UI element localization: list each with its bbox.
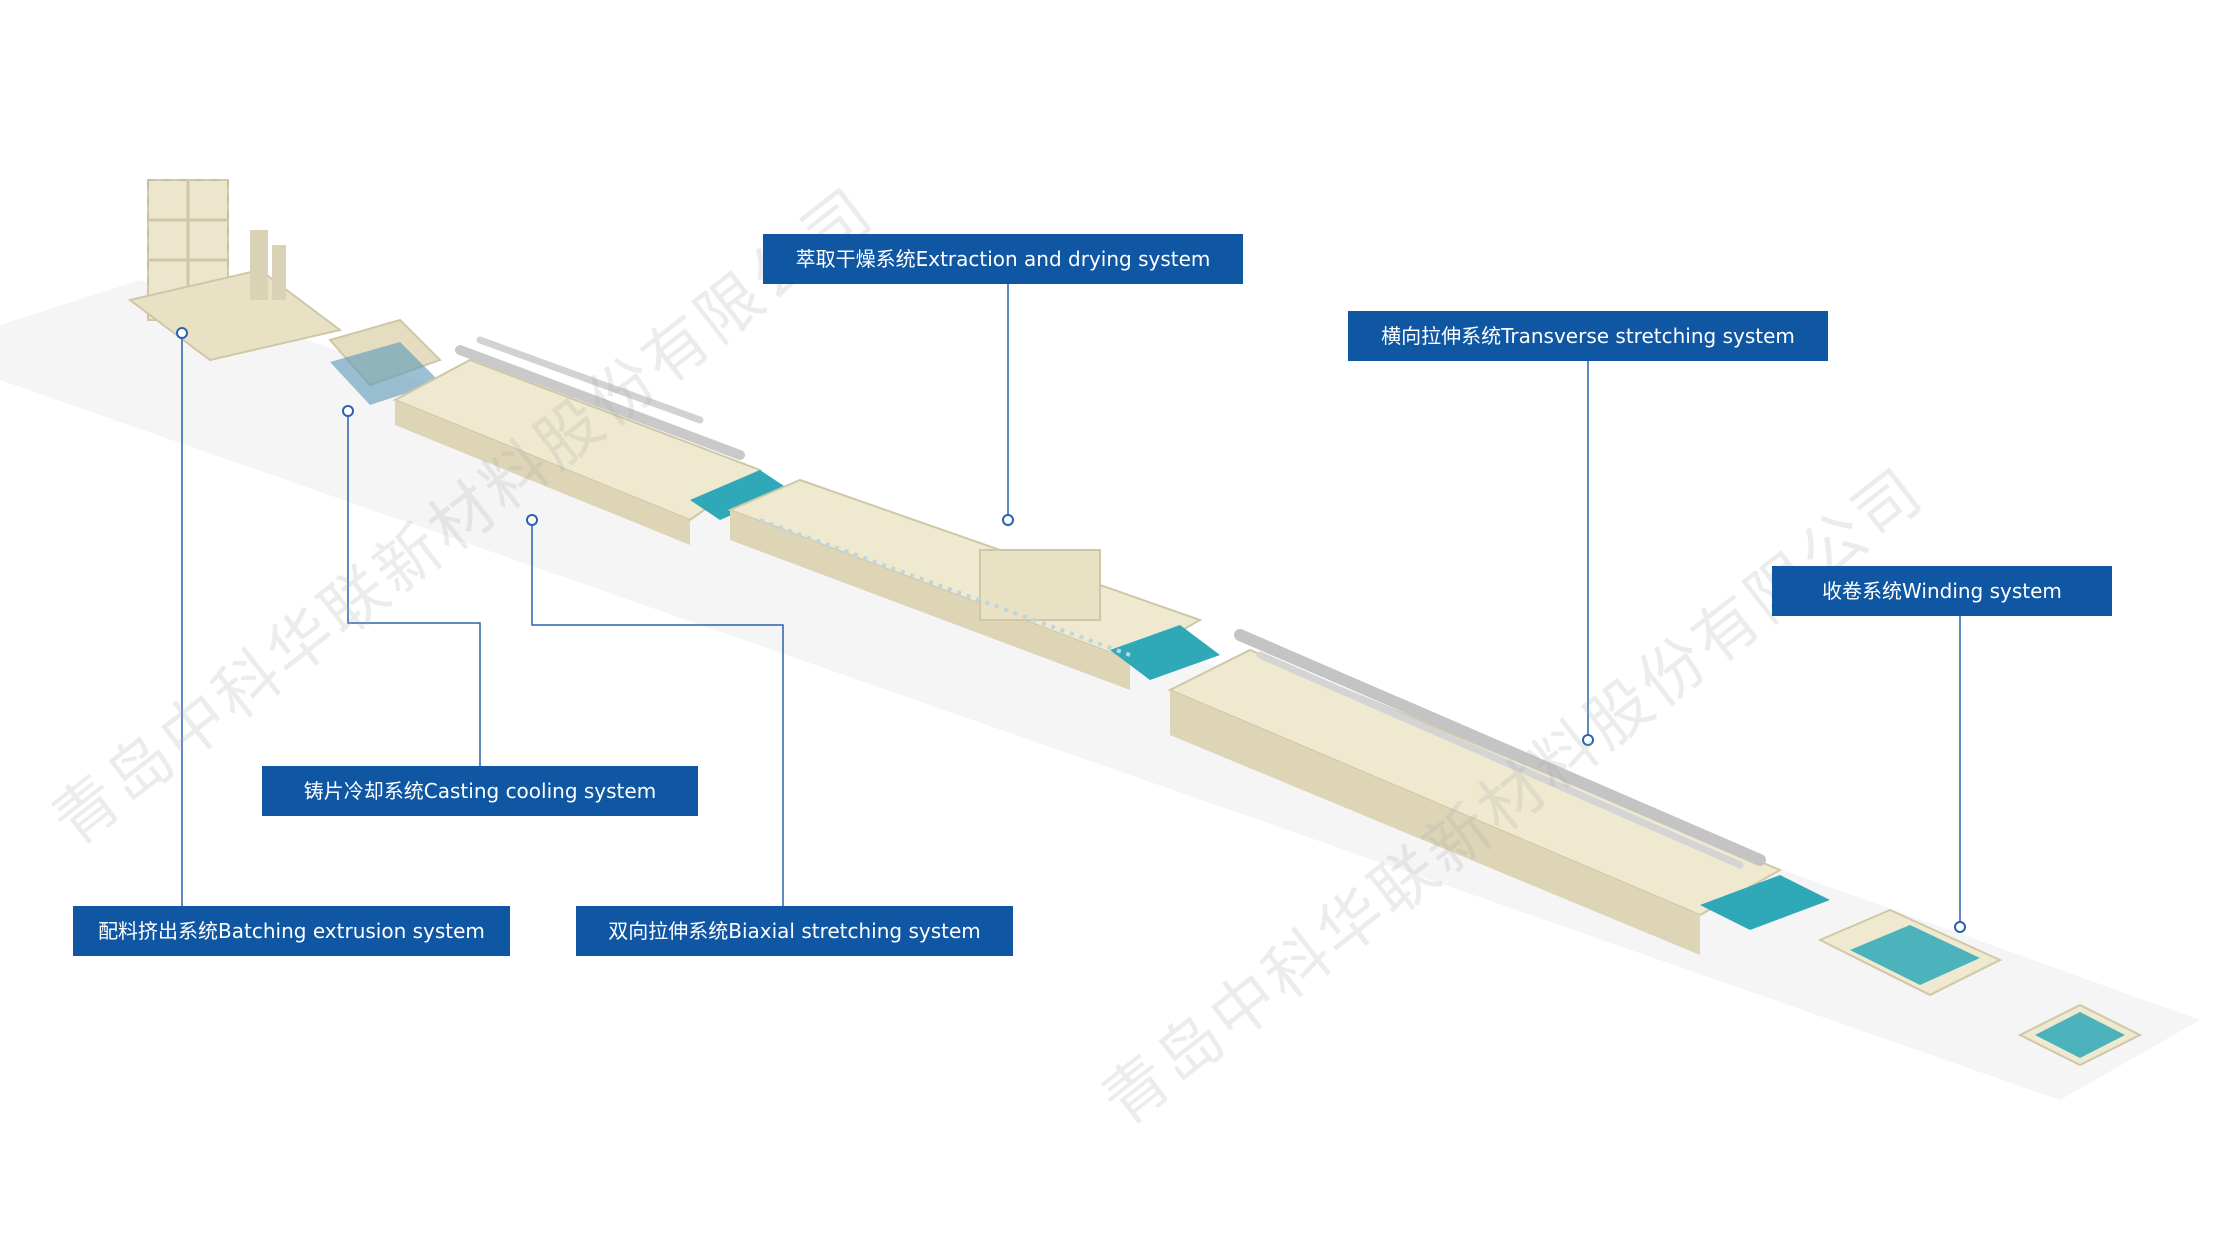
label-biaxial-stretching: 双向拉伸系统Biaxial stretching system: [576, 906, 1013, 956]
anchor-transverse: [1582, 734, 1594, 746]
floor-strip: [0, 280, 2200, 1100]
leader-casting: [347, 411, 481, 768]
transverse-stretching-oven: [1167, 629, 1830, 955]
label-batching-extrusion: 配料挤出系统Batching extrusion system: [73, 906, 510, 956]
anchor-extraction: [1002, 514, 1014, 526]
anchor-casting: [342, 405, 354, 417]
leader-lines: [181, 284, 1961, 927]
biaxial-stretching-oven: [392, 336, 790, 545]
winding-unit: [1817, 908, 2143, 1067]
casting-cooling-unit: [328, 318, 442, 405]
anchor-biaxial: [526, 514, 538, 526]
label-transverse-stretching: 横向拉伸系统Transverse stretching system: [1348, 311, 1828, 361]
leader-biaxial: [531, 520, 784, 910]
label-casting-cooling: 铸片冷却系统Casting cooling system: [262, 766, 698, 816]
anchor-dots: [176, 327, 1966, 933]
anchor-winding: [1954, 921, 1966, 933]
label-winding: 收卷系统Winding system: [1772, 566, 2112, 616]
batching-extrusion-tower: [127, 179, 343, 362]
extraction-drying-unit: [727, 478, 1220, 690]
anchor-batching: [176, 327, 188, 339]
label-extraction-drying: 萃取干燥系统Extraction and drying system: [763, 234, 1243, 284]
